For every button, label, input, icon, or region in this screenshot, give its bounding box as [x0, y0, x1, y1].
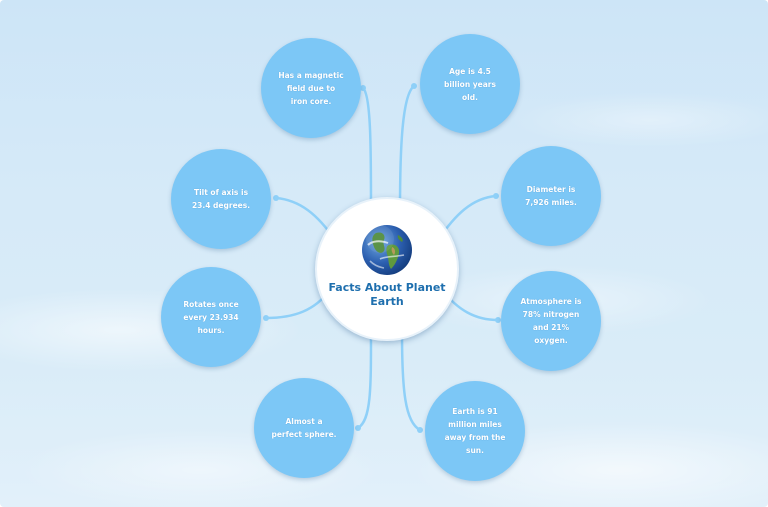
- connector-sun-distance: [400, 330, 422, 432]
- fact-text: Age is 4.5 billion years old.: [444, 66, 496, 102]
- connector-age: [398, 84, 416, 212]
- fact-bubble-sun-distance[interactable]: Earth is 91 million miles away from the …: [425, 381, 525, 481]
- fact-text: Tilt of axis is 23.4 degrees.: [191, 188, 251, 210]
- central-topic-title: Facts About Planet Earth: [328, 281, 446, 308]
- fact-bubble-diameter[interactable]: Diameter is 7,926 miles.: [501, 146, 601, 246]
- fact-bubble-tilt[interactable]: Tilt of axis is 23.4 degrees.: [171, 149, 271, 249]
- fact-text: Diameter is 7,926 miles.: [525, 185, 577, 207]
- fact-text: Atmosphere is 78% nitrogen and 21% oxyge…: [520, 297, 582, 345]
- central-topic[interactable]: Facts About Planet Earth: [315, 197, 459, 341]
- fact-text: Almost a perfect sphere.: [271, 417, 337, 439]
- fact-bubble-atmosphere[interactable]: Atmosphere is 78% nitrogen and 21% oxyge…: [501, 271, 601, 371]
- fact-bubble-sphere[interactable]: Almost a perfect sphere.: [254, 378, 354, 478]
- fact-bubble-age[interactable]: Age is 4.5 billion years old.: [420, 34, 520, 134]
- connector-magnetic-field: [361, 86, 373, 212]
- fact-text: Earth is 91 million miles away from the …: [444, 407, 506, 455]
- earth-globe-icon: [362, 225, 412, 275]
- fact-bubble-rotation[interactable]: Rotates once every 23.934 hours.: [161, 267, 261, 367]
- fact-text: Has a magnetic field due to iron core.: [278, 70, 344, 106]
- fact-text: Rotates once every 23.934 hours.: [183, 299, 239, 335]
- connector-sphere: [356, 330, 373, 430]
- fact-bubble-magnetic-field[interactable]: Has a magnetic field due to iron core.: [261, 38, 361, 138]
